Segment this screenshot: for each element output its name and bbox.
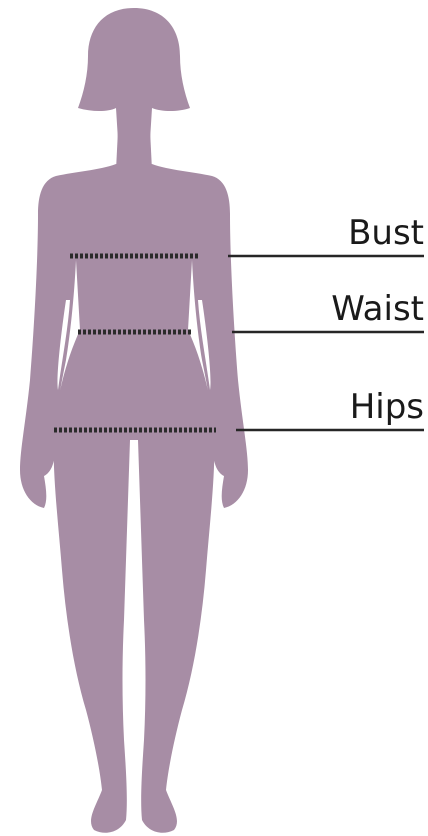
hips-label: Hips bbox=[350, 387, 424, 427]
bust-label: Bust bbox=[348, 213, 424, 253]
waist-label: Waist bbox=[331, 289, 424, 329]
